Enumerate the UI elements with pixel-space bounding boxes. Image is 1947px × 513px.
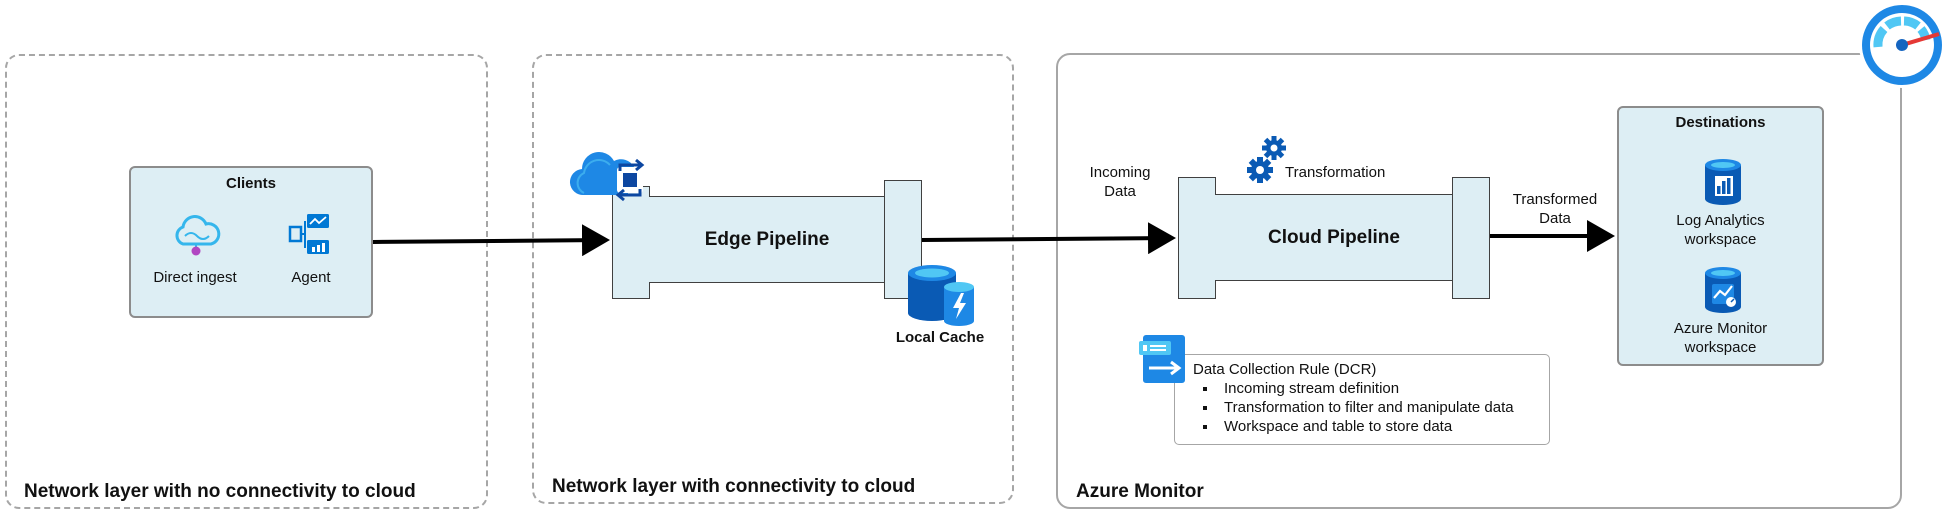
edge-pipeline: Edge Pipeline	[649, 196, 885, 283]
zone-azure-monitor	[1056, 53, 1902, 509]
arrow-clients-to-edge	[372, 224, 610, 257]
azure-monitor-gauge-icon	[1859, 2, 1945, 88]
transformation-gears-icon	[1247, 136, 1286, 183]
cloud-pipeline: Cloud Pipeline	[1215, 194, 1453, 281]
direct-ingest-cloud-icon	[175, 215, 221, 256]
dcr-item-transformation: Transformation to filter and manipulate …	[1218, 398, 1549, 417]
dcr-rule-icon	[1139, 335, 1185, 383]
log-analytics-label: Log Analytics workspace	[1619, 211, 1822, 249]
transformed-data-line1: Transformed	[1512, 191, 1598, 208]
azure-monitor-workspace-icon	[1705, 267, 1741, 313]
incoming-data-line1: Incoming	[1089, 164, 1151, 181]
incoming-data-line2: Data	[1104, 183, 1136, 200]
azure-monitor-workspace-label: Azure Monitor workspace	[1619, 319, 1822, 357]
zone-connectivity-title: Network layer with connectivity to cloud	[552, 476, 916, 497]
azure-monitor-workspace-line2: workspace	[1684, 339, 1757, 356]
cloud-pipeline-right-cap	[1452, 177, 1490, 299]
zone-no-connectivity-title: Network layer with no connectivity to cl…	[24, 481, 416, 502]
destinations-title: Destinations	[1675, 114, 1766, 131]
transformed-data-label: Transformed Data	[1505, 190, 1605, 228]
azure-monitor-workspace-line1: Azure Monitor	[1673, 320, 1768, 337]
direct-ingest-label: Direct ingest	[153, 269, 237, 286]
arrow-edge-to-cloud	[921, 222, 1176, 255]
log-analytics-line2: workspace	[1684, 231, 1757, 248]
destinations-panel: Destinations Log Analytics workspace Azu…	[1617, 106, 1824, 366]
clients-panel: Clients Direct ingest Agent	[129, 166, 373, 318]
cloud-pipeline-left-cap	[1178, 177, 1216, 299]
dcr-item-incoming-stream: Incoming stream definition	[1218, 379, 1549, 398]
transformed-data-line2: Data	[1539, 210, 1571, 227]
edge-pipeline-right-cap	[884, 180, 922, 299]
local-cache-database-icon	[908, 265, 974, 326]
zone-connectivity	[532, 54, 1014, 504]
zone-azure-monitor-title: Azure Monitor	[1076, 481, 1204, 502]
clients-title: Clients	[225, 175, 276, 192]
zone-no-connectivity	[5, 54, 488, 509]
incoming-data-label: Incoming Data	[1080, 163, 1160, 201]
log-analytics-workspace-icon	[1705, 159, 1741, 205]
dcr-item-workspace-table: Workspace and table to store data	[1218, 417, 1549, 436]
edge-cloud-sync-icon	[569, 151, 645, 202]
transformation-label: Transformation	[1285, 164, 1386, 181]
local-cache-label: Local Cache	[895, 329, 985, 346]
dcr-box: Data Collection Rule (DCR) Incoming stre…	[1174, 354, 1550, 445]
agent-label: Agent	[291, 269, 331, 286]
dcr-title: Data Collection Rule (DCR)	[1193, 361, 1377, 378]
dcr-list: Incoming stream definition Transformatio…	[1193, 379, 1549, 436]
log-analytics-line1: Log Analytics	[1676, 212, 1765, 229]
agent-icon	[288, 214, 329, 254]
